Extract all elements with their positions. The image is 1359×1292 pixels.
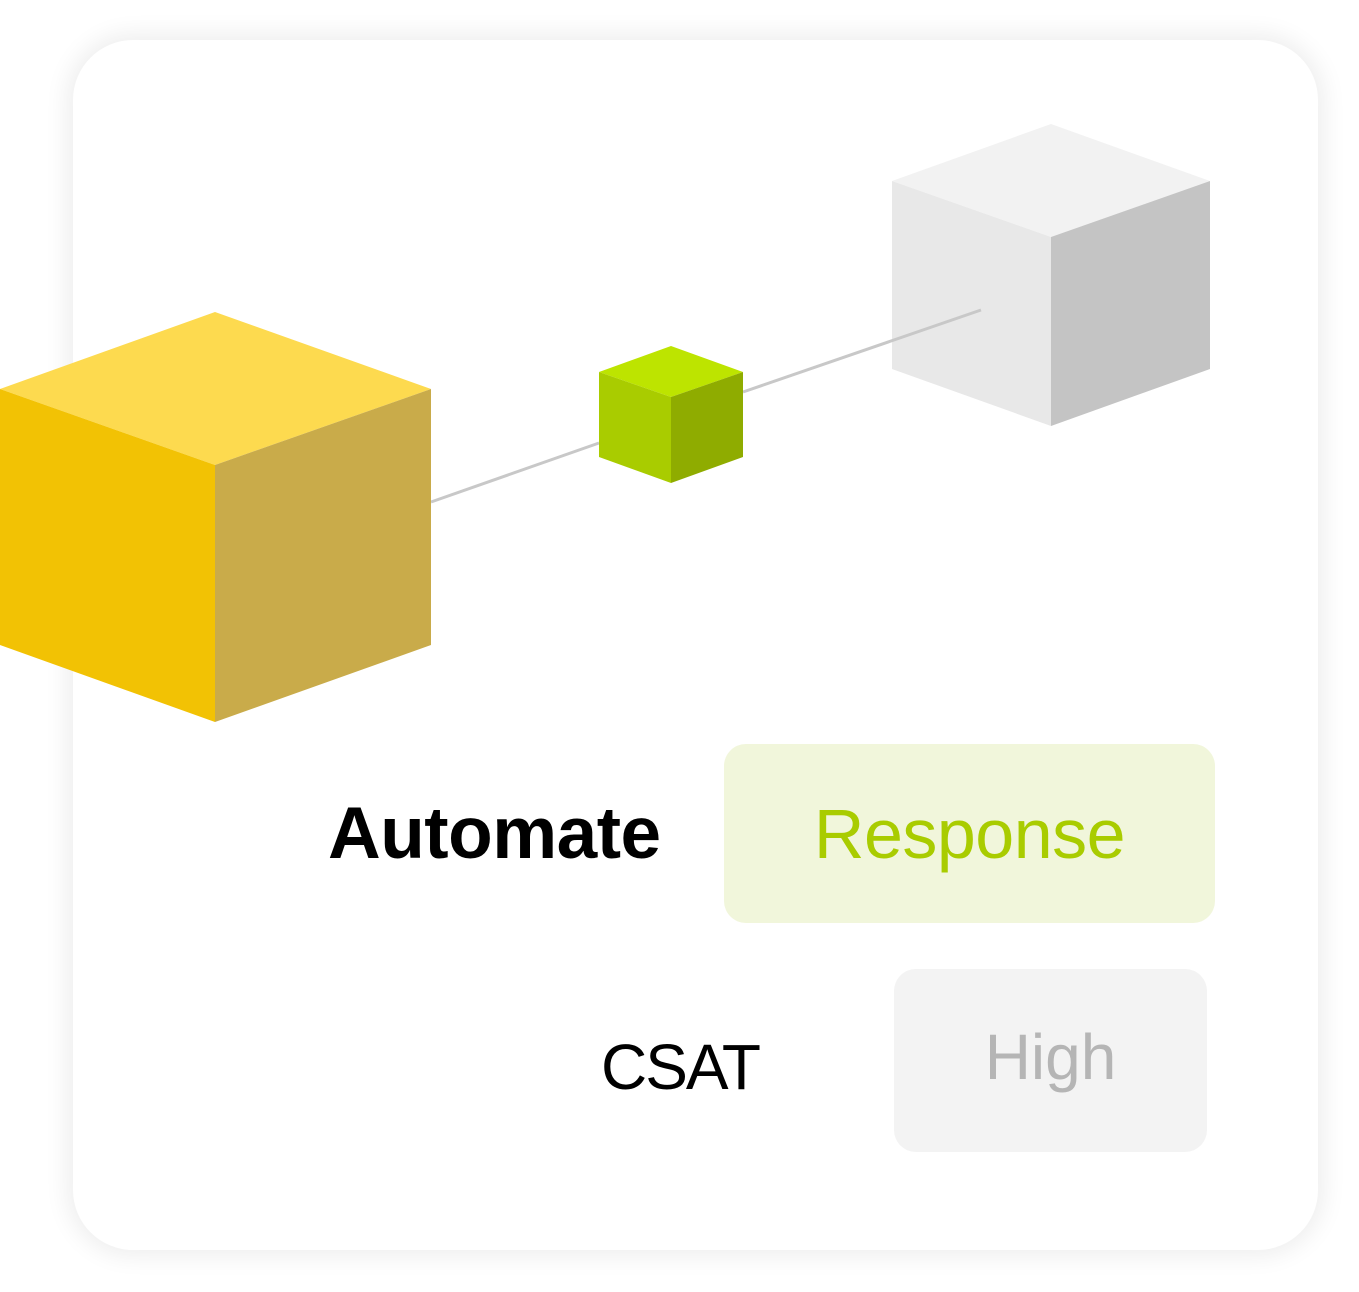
gray-cube-right	[1051, 181, 1210, 426]
yellow-cube-top	[0, 312, 431, 465]
yellow-cube-right	[215, 389, 431, 722]
gray-cube-left	[892, 181, 1051, 426]
automate-label: Automate	[328, 793, 661, 874]
response-badge-text: Response	[813, 794, 1126, 873]
high-badge: High	[894, 969, 1207, 1152]
gray-cube	[892, 124, 1210, 426]
yellow-cube-left	[0, 389, 215, 722]
response-badge: Response	[724, 744, 1215, 923]
gray-cube-top	[892, 124, 1210, 237]
green-cube-right	[671, 372, 743, 483]
yellow-cube	[0, 312, 431, 722]
green-cube	[599, 346, 743, 483]
green-cube-left	[599, 372, 671, 483]
green-cube-top	[599, 346, 743, 397]
csat-label: CSAT	[601, 1031, 761, 1103]
high-badge-text: High	[984, 1020, 1117, 1093]
connector-green-gray	[742, 308, 982, 394]
connector-yellow-green	[430, 441, 600, 504]
